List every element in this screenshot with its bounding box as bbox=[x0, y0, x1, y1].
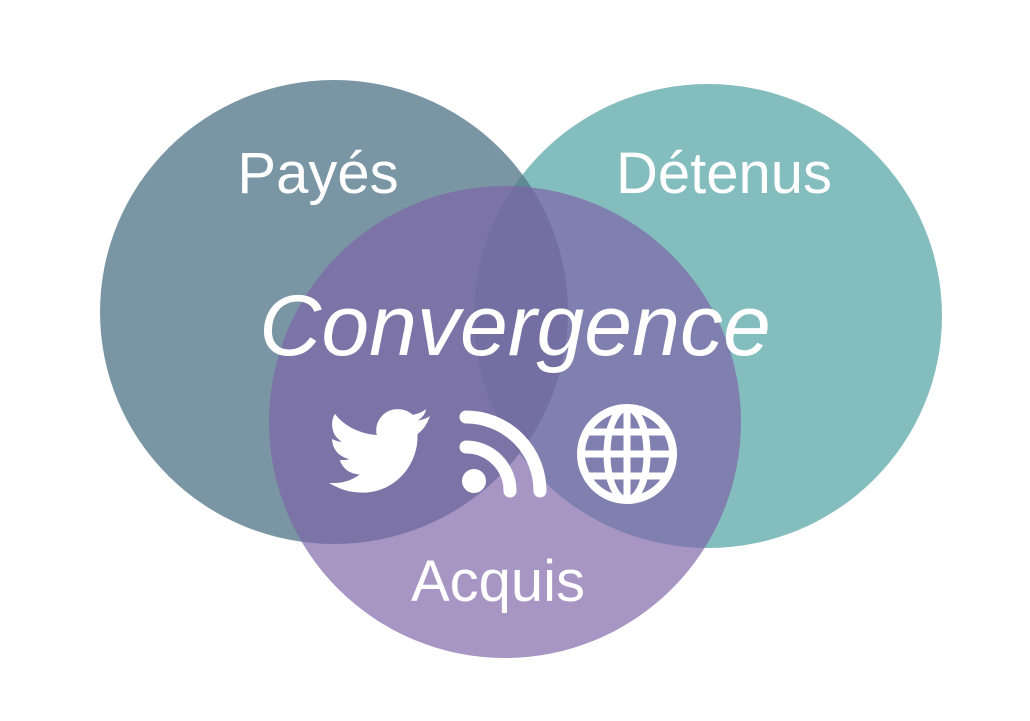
rss-icon bbox=[459, 410, 547, 498]
label-convergence: Convergence bbox=[259, 278, 771, 374]
label-earned: Acquis bbox=[411, 549, 585, 614]
label-owned: Détenus bbox=[616, 141, 832, 206]
twitter-icon bbox=[329, 409, 430, 493]
globe-icon bbox=[577, 404, 677, 504]
label-paid: Payés bbox=[237, 141, 398, 206]
